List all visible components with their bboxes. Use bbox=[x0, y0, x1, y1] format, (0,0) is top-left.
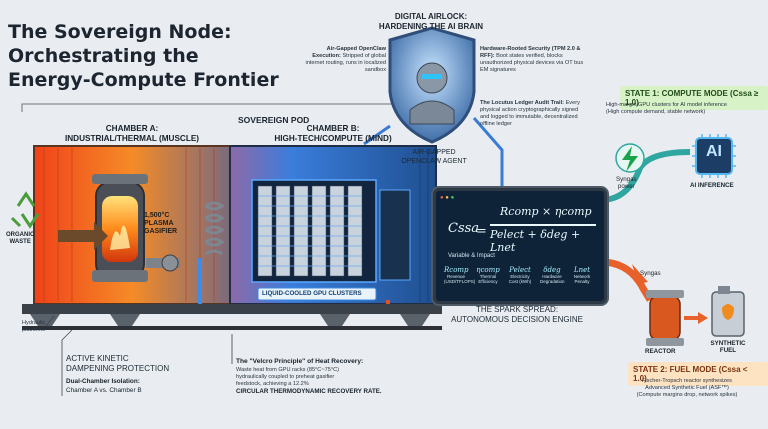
chamber-a-label: CHAMBER A: INDUSTRIAL/THERMAL (MUSCLE) bbox=[64, 124, 200, 143]
kinetic-heading: ACTIVE KINETIC DAMPENING PROTECTION bbox=[66, 354, 170, 373]
gpu-label: LIQUID-COOLED GPU CLUSTERS bbox=[262, 290, 362, 297]
ai-chip-icon bbox=[692, 134, 736, 178]
heat-exchanger-coil bbox=[205, 201, 225, 256]
compute-flow bbox=[600, 149, 691, 203]
gpu-racks bbox=[251, 179, 411, 301]
spark-spread-screen: Cssa = Rcomp × ηcomp Pelect + δdeg + Lne… bbox=[433, 188, 607, 304]
state2-body: Fischer-Tropsch reactor synthesizes Adva… bbox=[636, 378, 738, 398]
recycle-icon bbox=[10, 191, 40, 229]
formula-equals: = bbox=[476, 224, 487, 239]
formula-numerator: Rcomp × ηcomp bbox=[500, 205, 592, 218]
airgap-text: Air-Gapped OpenClaw Execution: Stripped … bbox=[305, 46, 386, 73]
pod-title: SOVEREIGN POD bbox=[238, 115, 310, 125]
velcro-heading: The "Velcro Principle" of Heat Recovery: bbox=[236, 358, 364, 365]
reactor-icon bbox=[646, 290, 684, 346]
pod-bracket bbox=[21, 103, 439, 112]
syngas-label: Syngas bbox=[640, 270, 661, 277]
velcro-bold: CIRCULAR THERMODYNAMIC RECOVERY RATE. bbox=[236, 388, 382, 395]
chamber-b-label: CHAMBER B: HIGH-TECH/COMPUTE (MIND) bbox=[274, 124, 392, 143]
fraction-bar bbox=[490, 224, 596, 226]
organic-waste-label: ORGANIC WASTE bbox=[6, 232, 35, 245]
feed-arrow bbox=[58, 222, 108, 250]
ai-chip-text: AI bbox=[706, 143, 722, 160]
state1-body: High-margin GPU clusters for AI model in… bbox=[606, 102, 727, 115]
window-dots: ● ● ● bbox=[440, 195, 455, 201]
ai-inference-label: AI INFERENCE bbox=[690, 182, 734, 189]
reactor-label: REACTOR bbox=[645, 348, 676, 355]
plasma-gasifier bbox=[92, 174, 180, 282]
airlock-heading: DIGITAL AIRLOCK: HARDENING THE AI BRAIN bbox=[378, 12, 484, 31]
variable-heading: Variable & Impact bbox=[448, 253, 495, 259]
gasifier-label: 1,500°C PLASMA GASIFIER bbox=[144, 212, 178, 235]
syngas-power-label: Syngas power bbox=[616, 176, 637, 190]
isolation-title: Dual-Chamber Isolation: bbox=[66, 378, 140, 385]
lightning-icon bbox=[615, 143, 645, 173]
ledger-text: The Locutus Ledger Audit Trail: Every ph… bbox=[480, 100, 580, 127]
state1-heading: STATE 1: COMPUTE MODE (Cssa ≥ 1.0) bbox=[620, 86, 768, 110]
fuel-label: SYNTHETIC FUEL bbox=[710, 340, 746, 354]
engine-caption: THE SPARK SPREAD: AUTONOMOUS DECISION EN… bbox=[451, 305, 583, 324]
page-title: The Sovereign Node: Orchestrating the En… bbox=[8, 21, 279, 91]
hardware-security-text: Hardware-Rooted Security (TPM 2.0 & RFF)… bbox=[480, 46, 584, 73]
shield-robot-icon bbox=[388, 26, 476, 144]
formula-lhs: Cssa bbox=[448, 221, 480, 236]
fuel-can-icon bbox=[711, 286, 745, 337]
agent-label: AIR-GAPPED OPENCLAW AGENT bbox=[401, 149, 467, 165]
hydraulic-platforms bbox=[22, 304, 442, 330]
velcro-body: Waste heat from GPU racks (85°C~75°C) hy… bbox=[236, 367, 339, 387]
formula-denominator: Pelect + δdeg + Lnet bbox=[490, 228, 581, 254]
hydraulic-label: Hydraulic platforms bbox=[22, 320, 46, 333]
isolation-body: Chamber A vs. Chamber B bbox=[66, 387, 142, 394]
state2-heading: STATE 2: FUEL MODE (Cssa < 1.0) bbox=[628, 362, 768, 386]
